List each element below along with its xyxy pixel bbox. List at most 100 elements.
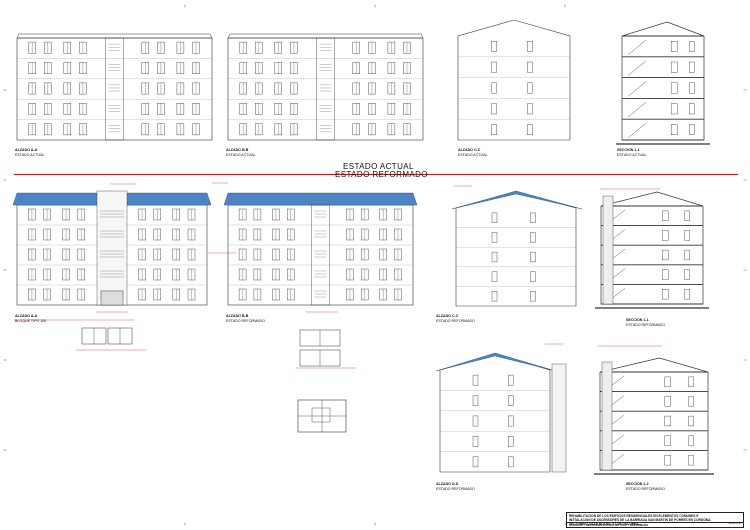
opening	[671, 82, 678, 94]
stair-flight	[627, 123, 647, 139]
window	[491, 103, 497, 115]
view-subtitle: ESTADO REFORMADO	[626, 486, 665, 491]
opening	[664, 415, 671, 427]
title-block: REHABILITACION DE LOS EDIFICIOS RESIDENC…	[566, 512, 744, 528]
opening	[689, 41, 695, 52]
view-title: ALZADO C-C	[458, 148, 481, 152]
sheet-title: ALZADOS Y SECCIONES ESTADO ACTUAL Y REFO…	[569, 522, 649, 527]
opening	[689, 103, 695, 115]
view-subtitle: ESTADO ACTUAL	[226, 152, 256, 157]
window	[527, 61, 533, 73]
opening	[688, 455, 694, 466]
sheet-number: HOJA 4.00	[728, 522, 741, 525]
window	[508, 456, 514, 468]
window	[527, 41, 533, 52]
view-title: ALZADO D-D	[436, 482, 459, 486]
label-alzado-cc-ref: ALZADO C-C ESTADO REFORMADO	[436, 314, 475, 323]
stair-flight	[627, 39, 647, 55]
window	[491, 82, 497, 94]
window	[491, 61, 497, 73]
opening	[664, 435, 671, 446]
label-seccion-11-actual: SECCION 1-1 ESTADO ACTUAL	[617, 148, 647, 157]
section-outline	[621, 21, 705, 141]
opening	[684, 269, 690, 280]
stair-core	[316, 37, 335, 141]
view-title: SECCION 1-1	[617, 148, 640, 152]
label-seccion-22-ref: SECCION 2-2 ESTADO REFORMADO	[626, 482, 665, 491]
section-outline	[600, 191, 704, 305]
label-alzado-aa-ref: ALZADO A-A BLOQUE TIPO 100	[15, 314, 46, 323]
window	[472, 456, 479, 468]
window	[472, 395, 479, 406]
window	[472, 374, 479, 386]
stair-core	[311, 204, 330, 306]
opening	[689, 124, 695, 136]
project-title-line1: REHABILITACION DE LOS EDIFICIOS RESIDENC…	[569, 514, 699, 522]
window	[508, 436, 514, 447]
window	[508, 415, 514, 427]
window	[472, 436, 479, 447]
state-separator-line	[14, 174, 738, 175]
window	[491, 232, 498, 243]
gable-outline	[439, 353, 551, 473]
window	[491, 124, 497, 136]
view-subtitle: ESTADO REFORMADO	[626, 322, 665, 327]
title-block-divider	[567, 522, 743, 523]
view-subtitle: ESTADO ACTUAL	[617, 152, 647, 157]
elevator-shaft	[601, 361, 613, 471]
window	[508, 395, 514, 406]
opening	[662, 249, 669, 261]
opening	[688, 435, 694, 446]
opening	[671, 124, 678, 136]
window	[530, 232, 536, 243]
view-title: ALZADO B-B	[226, 148, 249, 152]
opening	[684, 289, 690, 300]
window	[530, 271, 536, 282]
opening	[662, 230, 669, 241]
window	[530, 291, 536, 302]
opening	[664, 455, 671, 466]
opening	[689, 61, 695, 73]
window	[491, 271, 498, 282]
elevator-tower	[551, 363, 567, 473]
view-subtitle: ESTADO ACTUAL	[15, 152, 45, 157]
project-title-line2: DE LA BARRIADA SAN MARTIN DE PORRES EN C…	[569, 518, 712, 526]
window	[491, 41, 497, 52]
label-alzado-dd-ref: ALZADO D-D ESTADO REFORMADO	[436, 482, 475, 491]
stair-flight	[627, 81, 647, 97]
opening	[662, 289, 669, 300]
window	[530, 212, 536, 223]
opening	[684, 230, 690, 241]
window	[527, 103, 533, 115]
view-title: ALZADO A-A	[15, 314, 38, 318]
window	[508, 374, 514, 386]
window	[491, 251, 498, 263]
view-subtitle: BLOQUE TIPO 100	[15, 318, 47, 323]
view-subtitle: ESTADO ACTUAL	[458, 152, 488, 157]
project-title: REHABILITACION DE LOS EDIFICIOS RESIDENC…	[569, 514, 719, 526]
window	[472, 415, 479, 427]
window	[491, 291, 498, 302]
view-title: ALZADO B-B	[226, 314, 249, 318]
roof-edge	[16, 33, 213, 39]
elevator-shaft	[602, 195, 614, 305]
gable-outline	[457, 19, 571, 141]
stair-core	[96, 190, 128, 306]
state-title-reformado: ESTADO REFORMADO	[335, 170, 428, 179]
opening	[684, 210, 690, 221]
window	[491, 212, 498, 223]
gable-outline	[455, 191, 577, 307]
new-roof	[223, 192, 418, 206]
new-roof	[451, 190, 583, 210]
label-alzado-aa-actual: ALZADO A-A ESTADO ACTUAL	[15, 148, 45, 157]
label-alzado-cc-actual: ALZADO C-C ESTADO ACTUAL	[458, 148, 488, 157]
view-subtitle: ESTADO REFORMADO	[436, 318, 475, 323]
label-alzado-bb-actual: ALZADO B-B ESTADO ACTUAL	[226, 148, 256, 157]
window	[527, 82, 533, 94]
opening	[684, 249, 690, 261]
window	[527, 124, 533, 136]
section-outline	[599, 357, 709, 471]
state-title-actual: ESTADO ACTUAL	[343, 162, 414, 171]
elevator-plan	[311, 407, 331, 423]
